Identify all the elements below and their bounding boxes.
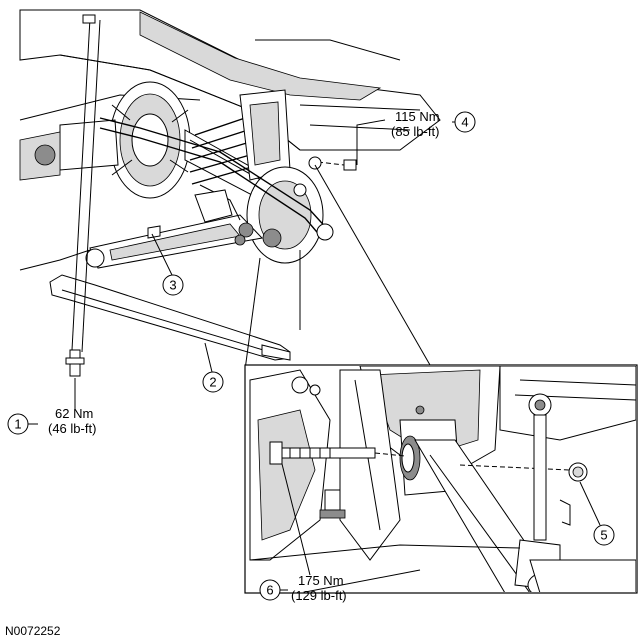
torque-4-nm: 115 Nm — [395, 109, 440, 124]
coil-spring — [189, 89, 291, 185]
callout-4: 115 Nm (85 lb-ft) 4 — [356, 109, 476, 165]
detail-inset — [244, 364, 638, 594]
svg-text:4: 4 — [461, 115, 468, 130]
torque-6-lbft: (129 lb-ft) — [291, 588, 347, 603]
callout-1: 1 62 Nm (46 lb-ft) — [7, 378, 96, 436]
differential-housing — [19, 81, 191, 199]
callout-3: 3 — [151, 233, 184, 296]
callout-6: 6 175 Nm (129 lb-ft) — [259, 463, 347, 603]
torque-1-nm: 62 Nm — [55, 406, 93, 421]
bolt-6 — [269, 441, 406, 519]
nut-5 — [559, 462, 588, 526]
figure-id: N0072252 — [5, 624, 61, 638]
skid-plate — [49, 274, 291, 361]
callout-5: 5 — [579, 481, 615, 546]
torque-6-nm: 175 Nm — [298, 573, 344, 588]
bolt-1 — [65, 14, 101, 377]
nut-4 — [308, 156, 357, 171]
torque-4-lbft: (85 lb-ft) — [391, 124, 439, 139]
svg-text:3: 3 — [169, 278, 176, 293]
callout-2: 2 — [202, 342, 224, 393]
svg-text:6: 6 — [266, 583, 273, 598]
svg-text:5: 5 — [600, 528, 607, 543]
torque-1-lbft: (46 lb-ft) — [48, 421, 96, 436]
svg-text:1: 1 — [14, 417, 21, 432]
svg-text:2: 2 — [209, 375, 216, 390]
main-assembly-view — [19, 9, 441, 377]
stabilizer-link — [514, 393, 636, 592]
wheel-hub — [246, 166, 324, 264]
